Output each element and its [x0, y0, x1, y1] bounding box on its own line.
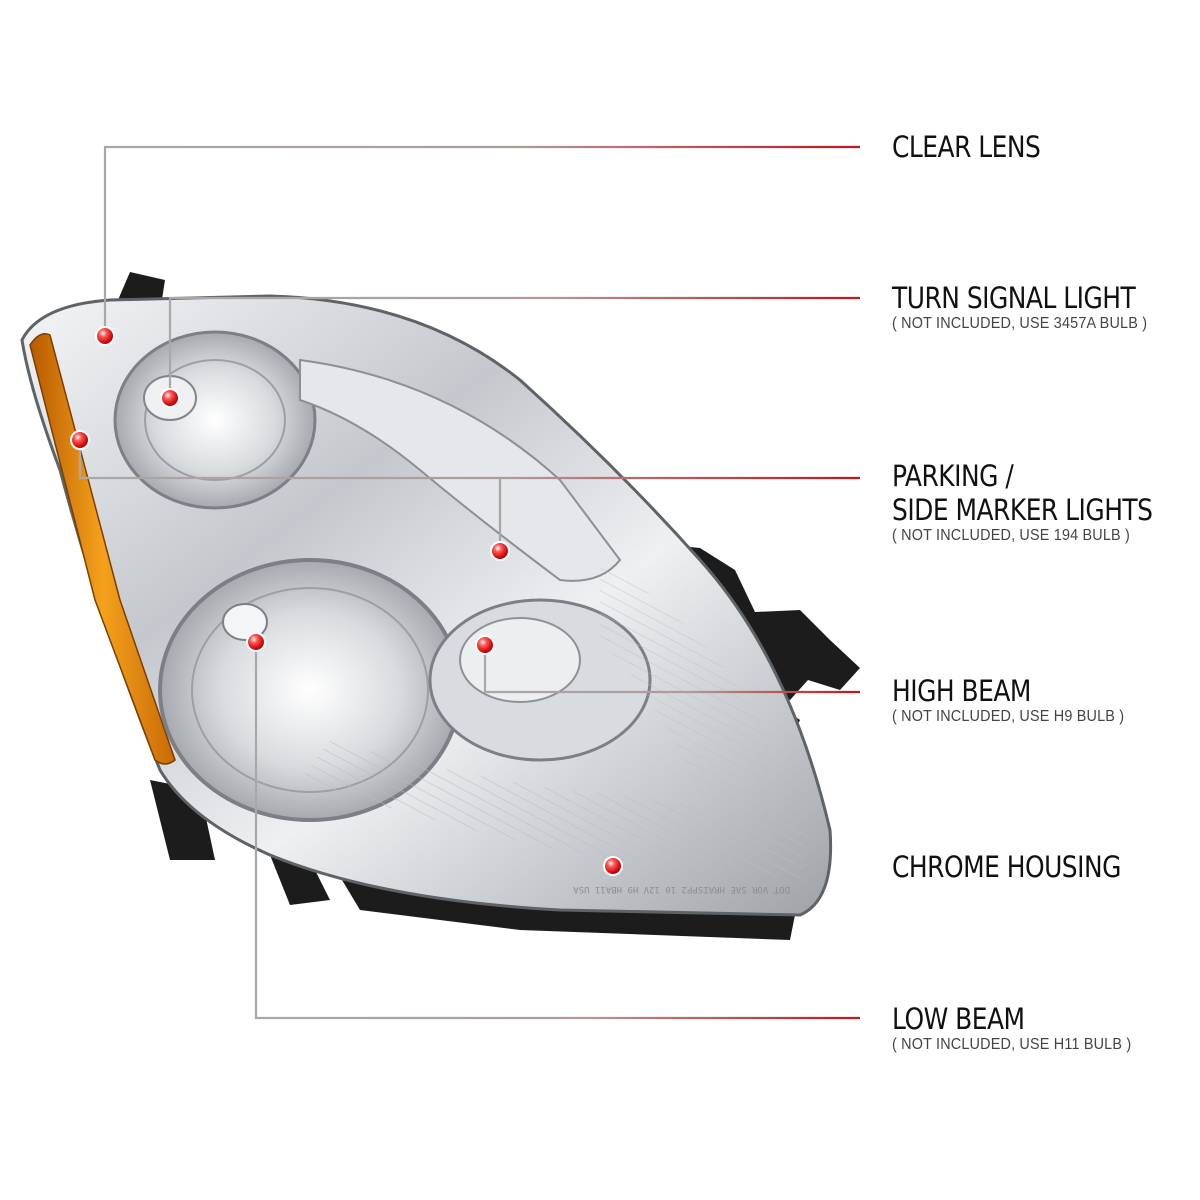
callout-chrome-housing: CHROME HOUSING	[892, 850, 1158, 884]
lens-imprint: DOT VOR SAE HRAISPP2 10 12V H9 HBA11 USA	[573, 884, 790, 894]
parking-light-bar	[299, 358, 622, 582]
headlight-assembly-image: DOT VOR SAE HRAISPP2 10 12V H9 HBA11 USA	[20, 272, 860, 940]
callout-title: PARKING /	[892, 459, 1014, 493]
callout-title: CLEAR LENS	[892, 130, 1041, 164]
callout-title: CHROME HOUSING	[892, 850, 1121, 884]
red-sphere-icon	[70, 430, 90, 450]
red-sphere-icon	[490, 541, 510, 561]
callout-high-beam: HIGH BEAM ( NOT INCLUDED, USE H9 BULB )	[892, 674, 1150, 726]
callout-note: ( NOT INCLUDED, USE H11 BULB )	[892, 1036, 1132, 1053]
callout-parking: PARKING / SIDE MARKER LIGHTS ( NOT INCLU…	[892, 459, 1195, 545]
red-sphere-icon	[603, 856, 623, 876]
leader-parking	[78, 440, 860, 480]
marker-dots	[70, 326, 623, 876]
callout-low-beam: LOW BEAM ( NOT INCLUDED, USE H11 BULB )	[892, 1002, 1158, 1054]
callout-title-line2: SIDE MARKER LIGHTS	[892, 493, 1153, 527]
amber-side-marker	[29, 333, 176, 765]
callout-turn-signal: TURN SIGNAL LIGHT ( NOT INCLUDED, USE 34…	[892, 281, 1176, 333]
callout-note: ( NOT INCLUDED, USE H9 BULB )	[892, 708, 1125, 725]
callout-clear-lens: CLEAR LENS	[892, 130, 1065, 164]
callout-title: TURN SIGNAL LIGHT	[892, 281, 1136, 315]
leader-turn-signal	[168, 296, 860, 398]
callout-note: ( NOT INCLUDED, USE 194 BULB )	[892, 527, 1130, 544]
red-sphere-icon	[246, 632, 266, 652]
leader-high-beam	[483, 645, 860, 694]
red-sphere-icon	[160, 388, 180, 408]
leader-low-beam	[254, 642, 860, 1020]
red-sphere-icon	[95, 326, 115, 346]
leader-clear-lens	[103, 145, 860, 335]
red-sphere-icon	[475, 635, 495, 655]
callout-note: ( NOT INCLUDED, USE 3457A BULB )	[892, 315, 1148, 332]
callout-title: LOW BEAM	[892, 1002, 1025, 1036]
leader-lines	[78, 145, 860, 1020]
callout-title: HIGH BEAM	[892, 674, 1031, 708]
